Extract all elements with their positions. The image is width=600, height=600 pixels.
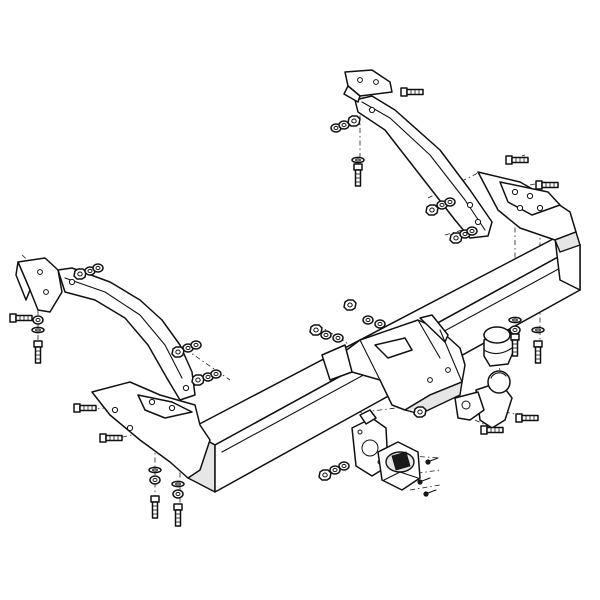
- towball-cover: [483, 326, 515, 367]
- socket-screws: [417, 457, 439, 497]
- left-side-arm: [57, 267, 196, 401]
- electrical-socket: [377, 441, 421, 491]
- left-top-bracket: [15, 257, 63, 313]
- right-side-arm: [354, 95, 493, 239]
- right-end-bracket: [477, 171, 581, 253]
- right-top-bracket: [343, 69, 393, 103]
- coupling-neck: [321, 314, 466, 415]
- fasteners-bottom-left: [148, 466, 185, 527]
- left-end-bracket: [91, 381, 211, 479]
- tow-ball: [454, 370, 513, 429]
